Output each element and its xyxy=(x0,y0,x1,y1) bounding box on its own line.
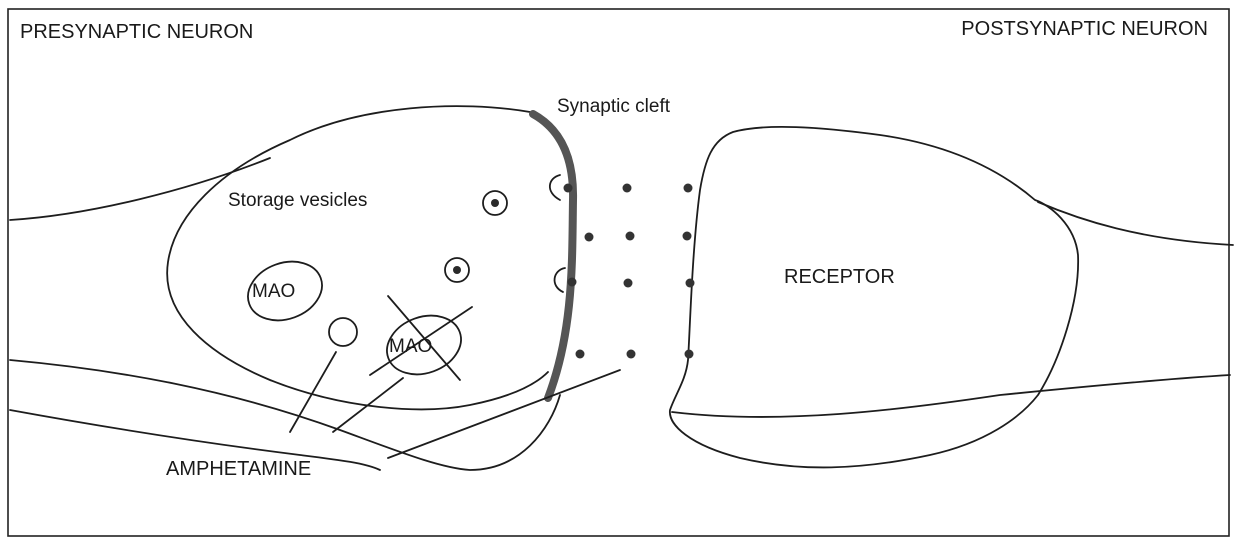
storage-vesicles-label: Storage vesicles xyxy=(228,190,367,211)
mao-label-1: MAO xyxy=(252,281,295,302)
neurotransmitter-molecules xyxy=(564,184,695,359)
transmitter-molecule xyxy=(686,279,695,288)
vesicle-fusion-pocket-1 xyxy=(550,175,560,200)
transmitter-molecule xyxy=(568,278,577,287)
storage-vesicle-empty xyxy=(329,318,357,346)
transmitter-molecule xyxy=(576,350,585,359)
postsynaptic-dendrite-lower xyxy=(672,375,1230,417)
presynaptic-terminal xyxy=(167,106,548,409)
postsynaptic-neuron-label: POSTSYNAPTIC NEURON xyxy=(961,18,1208,40)
presynaptic-membrane xyxy=(533,114,573,398)
transmitter-molecule xyxy=(685,350,694,359)
transmitter-molecule xyxy=(683,232,692,241)
vesicle-fusion-pocket-2 xyxy=(555,268,565,292)
amphetamine-label: AMPHETAMINE xyxy=(166,458,311,480)
amphetamine-pointer-to-cleft xyxy=(388,370,620,458)
presynaptic-neuron-label: PRESYNAPTIC NEURON xyxy=(20,21,253,43)
vesicle-transmitter-dot-2 xyxy=(453,266,461,274)
vesicle-transmitter-dot-1 xyxy=(491,199,499,207)
postsynaptic-dendrite-upper xyxy=(1038,202,1233,245)
receptor-label: RECEPTOR xyxy=(784,266,895,288)
transmitter-molecule xyxy=(627,350,636,359)
mao-label-2: MAO xyxy=(389,336,432,357)
diagram-frame xyxy=(8,9,1229,536)
transmitter-molecule xyxy=(623,184,632,193)
transmitter-molecule xyxy=(624,279,633,288)
transmitter-molecule xyxy=(684,184,693,193)
amphetamine-pointer-to-mao xyxy=(333,378,403,432)
synaptic-cleft-label: Synaptic cleft xyxy=(557,96,671,117)
transmitter-molecule xyxy=(626,232,635,241)
transmitter-molecule xyxy=(564,184,573,193)
transmitter-molecule xyxy=(585,233,594,242)
